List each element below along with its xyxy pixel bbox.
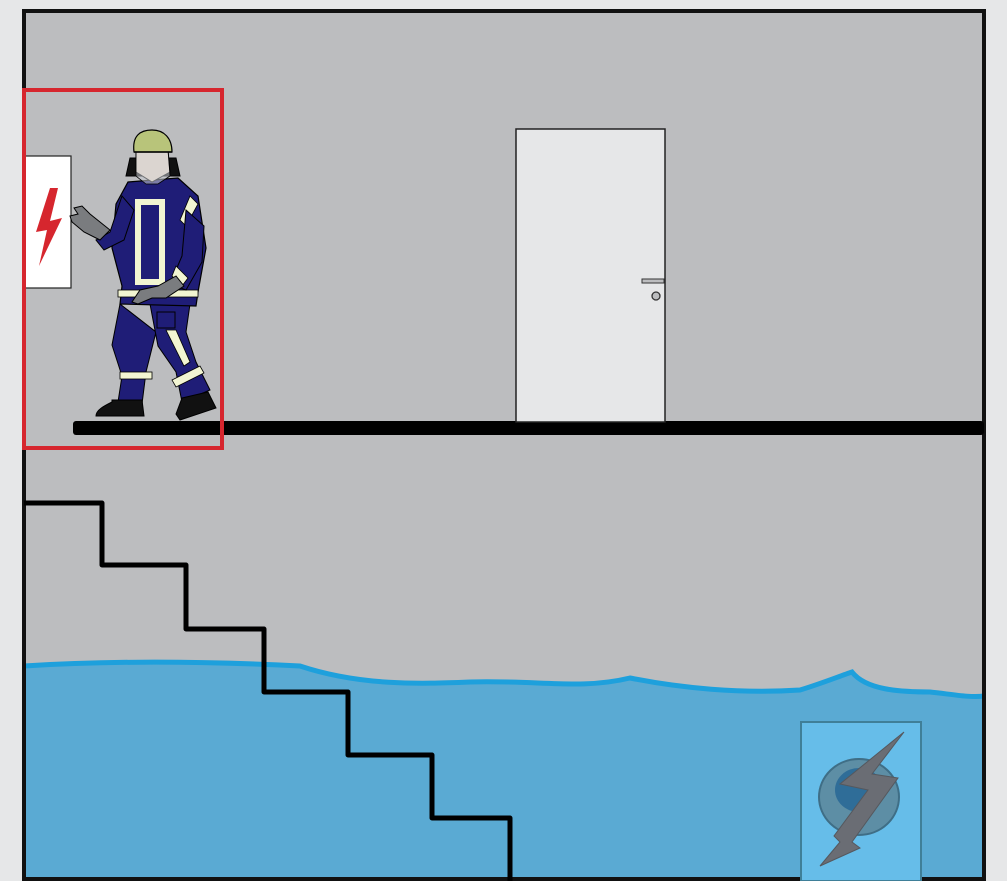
submerged-electrical-hazard-icon — [819, 731, 905, 867]
electrical-warning-sign — [23, 155, 72, 289]
lower-glove — [131, 275, 185, 305]
submerged-electrical-hazard — [800, 721, 922, 881]
door-handle — [641, 278, 665, 284]
upper-floor-slab — [73, 421, 984, 435]
red-highlight-frame — [22, 88, 224, 450]
closed-door — [515, 128, 666, 423]
helmet — [133, 129, 173, 153]
flood-water — [24, 662, 984, 881]
firefighter-in-protective-gear — [69, 129, 217, 421]
water-surface-line — [23, 659, 985, 699]
staircase-down — [24, 500, 513, 881]
raised-glove — [69, 205, 111, 241]
high-voltage-lightning-icon — [36, 188, 62, 266]
door-lock — [651, 291, 661, 301]
